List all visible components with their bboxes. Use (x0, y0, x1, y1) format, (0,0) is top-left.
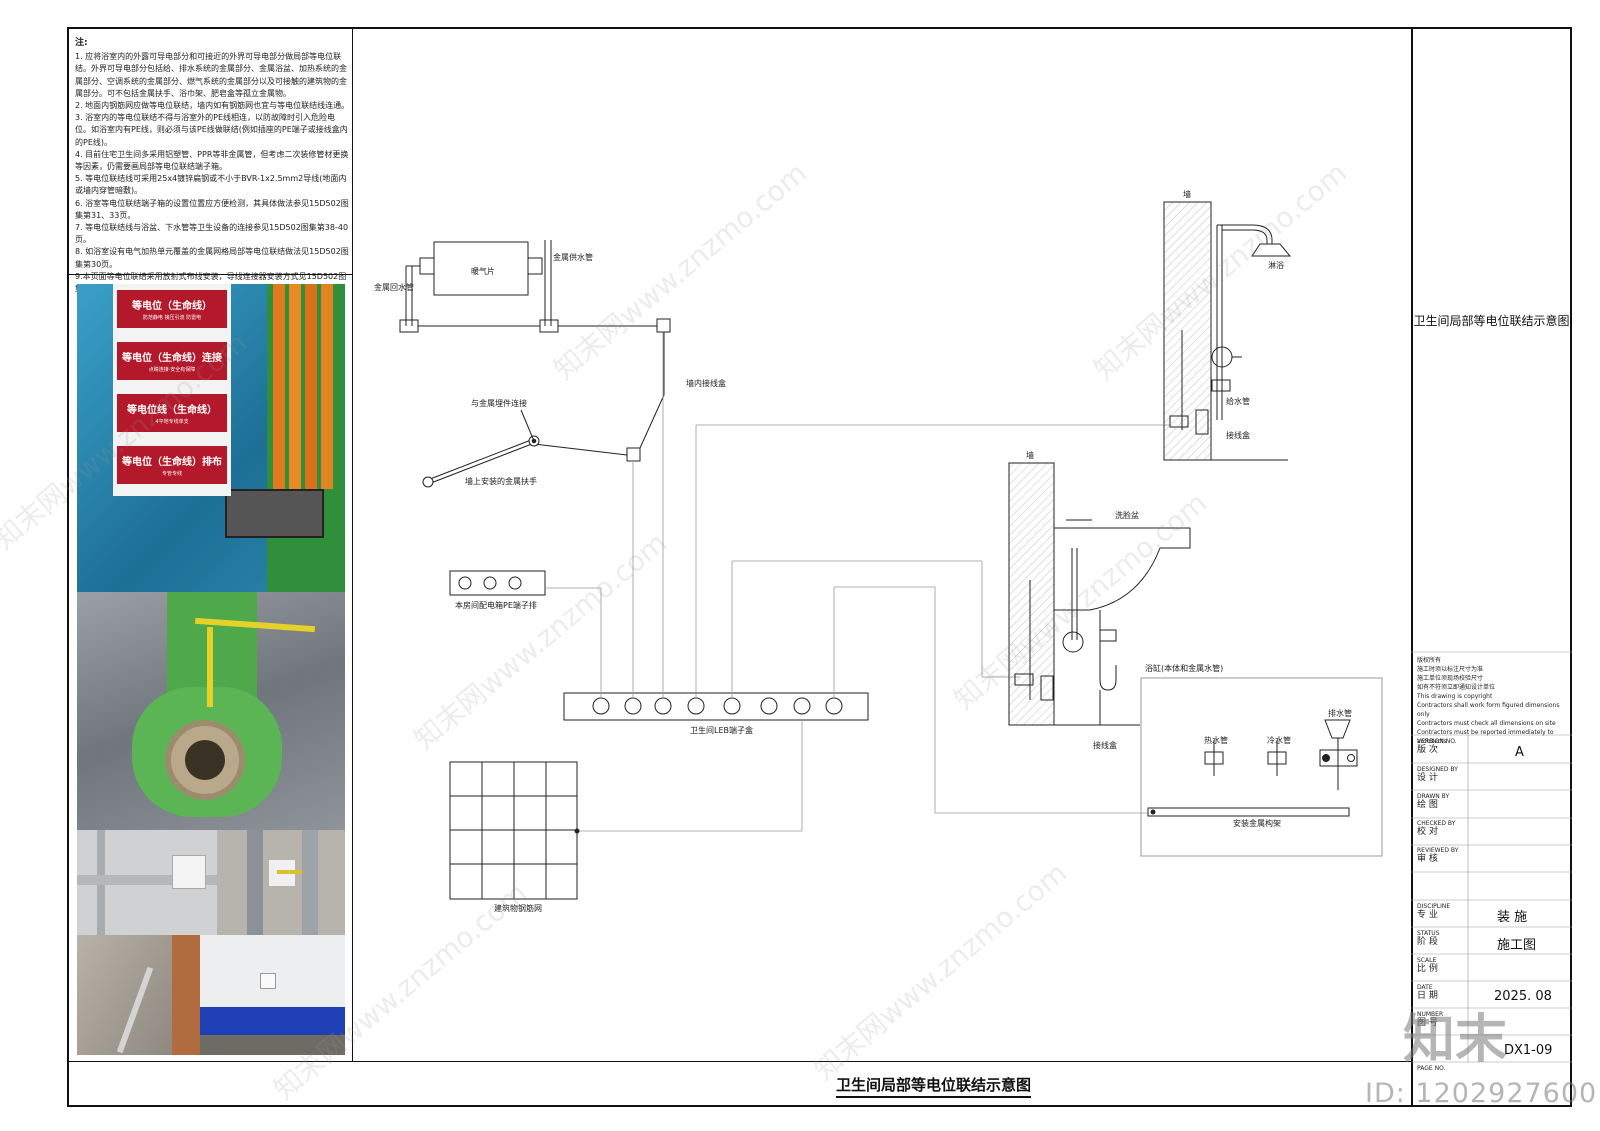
disclaimer-line: 施工时须以标注尺寸为准 (1417, 666, 1484, 673)
wash-basin (1054, 527, 1191, 611)
leb-terminal-box (563, 692, 869, 721)
sign-text: 等电位（生命线）连接 (122, 353, 222, 364)
tb-row-version: VERSION NO.版 次 (1417, 738, 1457, 755)
label-bathtub: 浴缸(本体和金属水管) (1145, 663, 1223, 673)
metal-frame (1147, 807, 1350, 817)
notes-heading: 注: (75, 38, 88, 48)
wall-section-2 (1008, 462, 1055, 726)
label-wall1: 墙 (1183, 189, 1191, 199)
label-jbox1: 接线盒 (1226, 430, 1250, 440)
wall-junction-box (656, 318, 671, 333)
tb-date-value: 2025. 08 (1494, 989, 1552, 1004)
tb-row-page: PAGE NO. (1417, 1065, 1446, 1072)
watermark-logo: 知末 (1403, 1010, 1508, 1070)
sign-text: 等电位（生命线）排布 (122, 457, 222, 468)
disclaimer-line: This drawing is copyright (1417, 693, 1493, 700)
label-supply-pipe: 金属供水管 (553, 252, 593, 262)
sign-subtext: 防范静电 接压引流 防雷电 (142, 315, 202, 321)
note-line: 3. 浴室内的等电位联结不得与浴室外的PE线相连，以防故障时引入危险电位。如浴室… (75, 113, 348, 147)
titleblock-divider (1411, 27, 1413, 1107)
label-basin: 洗脸盆 (1115, 510, 1139, 520)
disclaimer-line: Contractors shall work form figured dime… (1417, 702, 1560, 718)
photo-waterproof-wall (172, 935, 345, 1055)
sign-subtext: 点睛连接·安全有保障 (148, 367, 196, 373)
left-panel-divider (352, 27, 353, 1062)
title-block: 卫生间局部等电位联结示意图 版权所有 施工时须以标注尺寸为准 施工单位须现场校验… (1411, 27, 1572, 1107)
label-frame: 安装金属构架 (1233, 818, 1281, 828)
label-metal-connect: 与金属埋件连接 (471, 398, 527, 408)
label-wall2: 墙 (1026, 450, 1034, 460)
label-water-pipe: 给水管 (1226, 396, 1250, 406)
photo-floor-site (77, 935, 172, 1055)
bottom-title-divider (67, 1061, 1412, 1062)
drawing-title: 卫生间局部等电位联结示意图 (836, 1074, 1032, 1098)
drawing-frame (67, 27, 1572, 1107)
note-line: 1. 应将浴室内的外露可导电部分和可接近的外界可导电部分做局部等电位联结。外界可… (75, 52, 347, 98)
label-cold: 冷水管 (1267, 735, 1291, 745)
disclaimer-line: 版权所有 (1417, 657, 1442, 664)
tb-version-value: A (1515, 745, 1524, 760)
photo-equipotential-signs: 等电位（生命线） 防范静电 接压引流 防雷电 等电位（生命线）连接 点睛连接·安… (77, 284, 345, 592)
photo-pipe-clamp (217, 830, 345, 935)
label-shower: 淋浴 (1268, 260, 1284, 270)
bathtub-area (1140, 677, 1383, 857)
photo-ppr-pipe-fitting (77, 592, 345, 830)
note-line: 8. 如浴室设有电气加热单元覆盖的金属网格局部等电位联结做法见15D502图集第… (75, 247, 349, 269)
label-hot: 热水管 (1204, 735, 1228, 745)
sign-text: 等电位线（生命线） (127, 405, 217, 416)
watermark-id: ID: 1202927600 (1365, 1078, 1598, 1109)
label-return-pipe: 金属回水管 (374, 282, 414, 292)
titleblock-title: 卫生间局部等电位联结示意图 (1413, 314, 1570, 328)
tb-discipline-value: 装 施 (1497, 910, 1528, 925)
sign-text: 等电位（生命线） (132, 301, 212, 312)
label-jbox2: 接线盒 (1093, 740, 1117, 750)
sign-subtext: 专管专线 (161, 471, 182, 477)
tb-number-value: DX1-09 (1504, 1043, 1553, 1058)
note-line: 5. 等电位联结线可采用25x4镀锌扁钢或不小于BVR-1x2.5mm2导线(地… (75, 174, 347, 196)
note-line: 7. 等电位联结线与浴盆、下水管等卫生设备的连接参见15D502图集第38-40… (75, 223, 349, 245)
label-wall-box: 墙内接线盒 (686, 378, 726, 388)
sign-subtext: 4平地专线单支 (155, 419, 189, 425)
label-mesh: 建筑物钢筋网 (494, 903, 542, 913)
label-drain: 排水管 (1328, 708, 1352, 718)
label-pe-bar: 本房间配电箱PE端子排 (455, 600, 537, 610)
note-line: 2. 地面内钢筋网应做等电位联结，墙内如有钢筋网也宜与等电位联结线连通。 (75, 101, 350, 111)
shower-head (1251, 243, 1292, 257)
disclaimer-line: 如有不符须立即通知设计单位 (1417, 684, 1496, 691)
disclaimer-line: 施工单位须现场校验尺寸 (1417, 675, 1484, 682)
pe-terminal-bar (449, 570, 546, 596)
note-line: 4. 目前住宅卫生间多采用铝塑管、PPR等非金属管，但考虑二次装修管材更换等因素… (75, 149, 349, 172)
notes-divider (67, 274, 352, 275)
tb-status-value: 施工图 (1497, 938, 1537, 953)
titleblock-disclaimer: 版权所有 施工时须以标注尺寸为准 施工单位须现场校验尺寸 如有不符须立即通知设计… (1417, 656, 1567, 746)
disclaimer-line: Contractors must check all dimensions on… (1417, 720, 1556, 727)
note-line: 6. 浴室等电位联结端子箱的设置位置应方便检测，其具体做法参见15D502图集第… (75, 198, 349, 220)
junction-box (626, 447, 641, 462)
photo-shower-bonding (77, 830, 217, 935)
notes-panel: 注: 1. 应将浴室内的外露可导电部分和可接近的外界可导电部分做局部等电位联结。… (75, 37, 351, 293)
label-radiator: 暖气片 (471, 266, 495, 276)
label-handrail: 墙上安装的金属扶手 (465, 476, 537, 486)
label-leb: 卫生间LEB端子盒 (690, 725, 753, 735)
disclaimer-line: Contractors must be reported immediately… (1417, 729, 1554, 745)
